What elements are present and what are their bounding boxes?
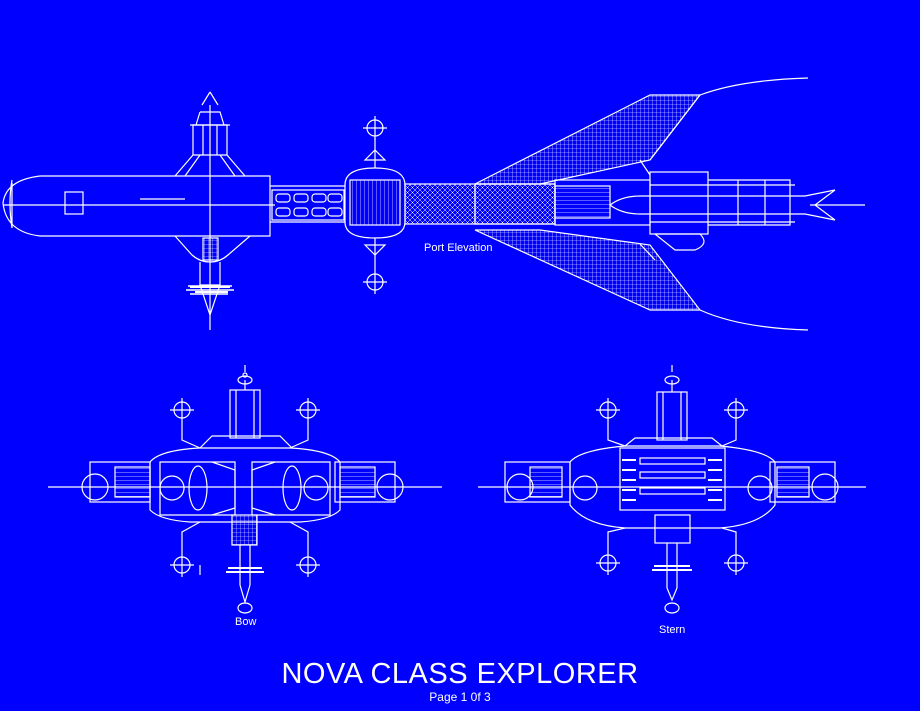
bow-label: Bow: [235, 616, 257, 628]
stern-label: Stern: [659, 624, 686, 636]
port-elevation-view: [2, 77, 865, 331]
stern-view: [478, 365, 866, 614]
exhaust-marks: [186, 285, 234, 295]
page-title: NOVA CLASS EXPLORER: [281, 658, 639, 690]
page-subtitle: Page 1 0f 3: [429, 690, 491, 704]
port-elevation-label: Port Elevation: [424, 242, 493, 254]
bow-view: [48, 365, 442, 614]
